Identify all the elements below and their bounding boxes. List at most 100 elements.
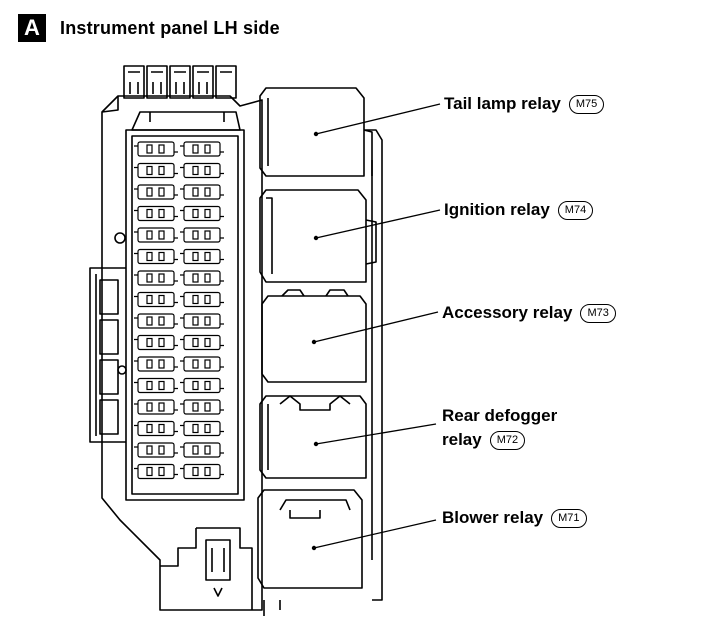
fuse-terminal (158, 359, 165, 369)
fuse-tab (134, 231, 178, 239)
fuse-terminal (204, 466, 211, 477)
fuse (137, 356, 175, 372)
relay-name-line2: relay (442, 430, 482, 449)
fuse-terminal (146, 380, 153, 391)
fuse-tab (134, 381, 178, 390)
fuse (183, 270, 221, 286)
fuse-terminal (192, 230, 199, 240)
relay-ignition (259, 189, 377, 283)
fuse-terminal (158, 402, 165, 412)
relay-name: Accessory relay (442, 303, 573, 322)
fuse (137, 399, 175, 415)
fuse (137, 205, 175, 222)
fuse (137, 248, 175, 265)
fuse-tab (180, 231, 224, 239)
fuse-terminal (192, 294, 199, 305)
fuse-terminal (204, 359, 211, 369)
fuse-terminal (146, 337, 153, 348)
fuse-terminal (146, 230, 153, 240)
relay-label-blower: Blower relay M71 (442, 508, 587, 528)
fuse (183, 399, 221, 415)
diagram-title: Instrument panel LH side (60, 17, 280, 38)
fuse (137, 141, 175, 157)
leader-lines (313, 103, 441, 549)
fuse (183, 356, 221, 372)
fuse-tab (134, 209, 178, 218)
fuse-terminal (204, 445, 211, 455)
fuse-terminal (146, 359, 153, 369)
fuse-terminal (146, 144, 153, 154)
fuse (137, 420, 175, 437)
relay-name: Blower relay (442, 508, 544, 527)
fuse-terminal (146, 445, 153, 455)
fuse (137, 184, 175, 200)
fuse (183, 291, 221, 308)
fuse-tab (180, 252, 224, 261)
diagram-header: A Instrument panel LH side (18, 14, 280, 42)
fuse-terminal (158, 316, 165, 326)
fuse-terminal (146, 273, 153, 283)
fuse (183, 141, 221, 157)
fuse-tab (180, 381, 224, 390)
fuse-terminal (204, 187, 211, 197)
fuse-tab (134, 360, 178, 368)
fuse (183, 205, 221, 222)
fuse-block (125, 129, 245, 501)
fuse-tab (180, 446, 224, 454)
fuse-terminal (146, 208, 153, 219)
fuse-terminal (158, 337, 165, 348)
fuse-terminal (204, 294, 211, 305)
fuse-tab (180, 274, 224, 282)
side-connector (89, 267, 126, 443)
fuse-tab (180, 467, 224, 476)
relay-label-tail-lamp: Tail lamp relay M75 (444, 94, 605, 114)
fuse-terminal (158, 187, 165, 197)
bottom-connector (160, 527, 253, 610)
section-badge: A (18, 14, 46, 42)
connector-badge: M71 (551, 508, 587, 528)
fuse-terminal (204, 165, 211, 176)
leader-dots (311, 131, 319, 551)
fuse-tab (134, 252, 178, 261)
fuse (183, 227, 221, 243)
fuse-terminal (146, 165, 153, 176)
fuse-tab (180, 317, 224, 325)
fuse-terminal (146, 187, 153, 197)
fuse-tab (134, 295, 178, 304)
fuse-terminal (192, 316, 199, 326)
connector-badge: M73 (580, 303, 616, 323)
fuse-tab (134, 446, 178, 454)
fuse-terminal (158, 380, 165, 391)
fuse-terminal (146, 466, 153, 477)
fuse-terminal (146, 251, 153, 262)
relay-label-rear-defogger: relay M72 (442, 430, 526, 450)
fuse-terminal (192, 144, 199, 154)
fuse-tab (180, 209, 224, 218)
relay-label-ignition: Ignition relay M74 (444, 200, 594, 220)
fuse (183, 334, 221, 351)
fuse-terminal (158, 423, 165, 434)
fuse-terminal (158, 208, 165, 219)
fuse (137, 377, 175, 394)
fuse-tab (134, 274, 178, 282)
fuse (137, 162, 175, 179)
fuse (183, 463, 221, 480)
fuse-terminal (204, 230, 211, 240)
fuse (137, 291, 175, 308)
fuse-terminal (158, 251, 165, 262)
relay-accessory (261, 289, 367, 383)
fuse (183, 377, 221, 394)
relay-name: Ignition relay (444, 200, 550, 219)
fuse-terminal (192, 165, 199, 176)
relay-blower (257, 489, 363, 616)
fuse-tab (180, 360, 224, 368)
fuse-tab (180, 166, 224, 175)
fuse (183, 313, 221, 329)
fuse-tab (180, 424, 224, 433)
fuse-terminal (158, 144, 165, 154)
fuse-terminal (192, 445, 199, 455)
fuse-terminal (158, 466, 165, 477)
fuse (183, 420, 221, 437)
fuse-tab (134, 145, 178, 153)
